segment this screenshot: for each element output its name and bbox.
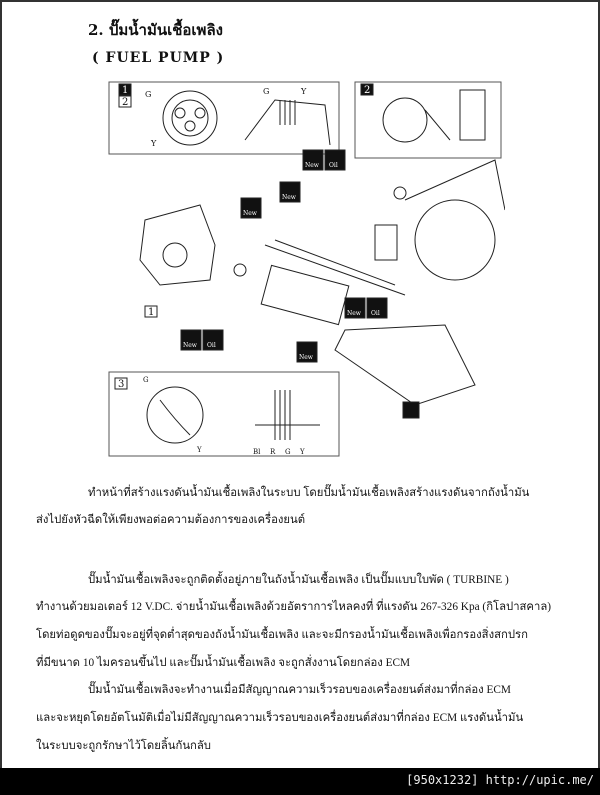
new-badge: New: [296, 341, 318, 363]
label-g-3: G: [143, 376, 149, 384]
paragraph-1-line-2: ส่งไปยังหัวฉีดให้เพียงพอต่อความต้องการขอ…: [36, 514, 306, 526]
inset-2: 2: [354, 81, 502, 159]
paragraph-2-line-3: โดยท่อดูดของปั๊มจะอยู่ที่จุดต่ำสุดของถัง…: [36, 629, 528, 641]
new-oil-badge: New Oil: [180, 329, 224, 351]
paragraph-1-line-1: ทำหน้าที่สร้างแรงดันน้ำมันเชื้อเพลิงในระ…: [88, 487, 530, 499]
paragraph-3-line-1: ปั๊มน้ำมันเชื้อเพลิงจะทำงานเมื่อมีสัญญาณ…: [88, 684, 511, 696]
callout-2-box: [118, 95, 132, 108]
oil-label: Oil: [207, 342, 216, 349]
pump-assembly: [139, 159, 505, 406]
callout-1-badge: [118, 83, 132, 96]
oil-label: Oil: [329, 162, 338, 169]
paragraph-2-line-4: ที่มีขนาด 10 ไมครอนขึ้นไป และปั๊มน้ำมันเ…: [36, 657, 411, 669]
tool-icon: [402, 401, 420, 419]
new-label: New: [282, 194, 297, 201]
section-title: 2. ปั๊มน้ำมันเชื้อเพลิง: [88, 21, 223, 39]
label-y-3: Y: [196, 446, 202, 454]
inset-3: 3 G Y Bl R G Y: [108, 371, 340, 457]
label-y-4: Y: [299, 448, 305, 456]
label-g: G: [145, 90, 151, 99]
label-y: Y: [150, 139, 157, 148]
new-label: New: [183, 342, 198, 349]
callout-2-dark: 2: [364, 85, 370, 96]
label-y-2: Y: [300, 87, 307, 96]
new-label: New: [243, 210, 258, 217]
oil-label: Oil: [371, 310, 380, 317]
callout-3-box: [114, 377, 128, 390]
new-oil-badge: New Oil: [302, 149, 346, 171]
paragraph-2-line-1: ปั๊มน้ำมันเชื้อเพลิงจะถูกติดตั้งอยู่ภายใ…: [88, 574, 509, 586]
new-badge: New: [279, 181, 301, 203]
new-label: New: [305, 162, 320, 169]
label-bl: Bl: [253, 448, 261, 456]
label-r: R: [270, 448, 276, 456]
paragraph-3-line-2: และจะหยุดโดยอัตโนมัติเมื่อไม่มีสัญญาณควา…: [36, 712, 524, 724]
label-g-4: G: [285, 448, 291, 456]
page-border: [0, 0, 600, 768]
label-g-2: G: [263, 87, 269, 96]
callout-1: 1: [122, 85, 128, 96]
callout-2: 2: [122, 97, 128, 108]
watermark-bar: [950x1232] http://upic.me/: [0, 768, 600, 795]
callout-1-main: 1: [148, 307, 154, 318]
callout-3: 3: [118, 379, 124, 390]
inset-1-2: 1 2 G Y G Y: [108, 81, 340, 155]
paragraph-3-line-3: ในระบบจะถูกรักษาไว้โดยลิ้นกันกลับ: [36, 740, 211, 752]
section-subtitle: ( FUEL PUMP ): [92, 50, 225, 66]
callout-1-box: [144, 305, 158, 318]
new-oil-badge: New Oil: [344, 297, 388, 319]
new-label: New: [347, 310, 362, 317]
watermark-text: [950x1232] http://upic.me/: [406, 773, 594, 787]
new-label: New: [299, 354, 314, 361]
paragraph-2-line-2: ทำงานด้วยมอเตอร์ 12 V.DC. จ่ายน้ำมันเชื้…: [36, 601, 552, 613]
new-badge: New: [240, 197, 262, 219]
